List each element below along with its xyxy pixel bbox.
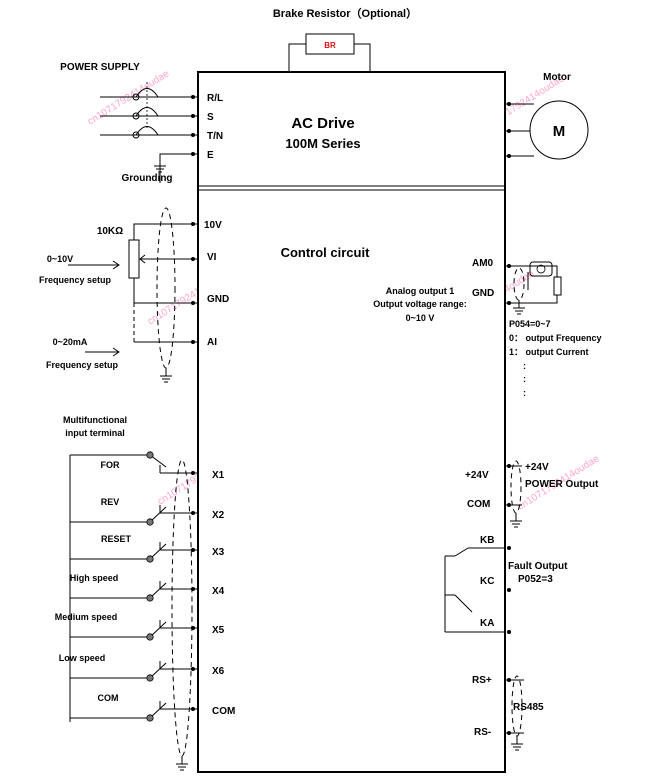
terminal-ai: AI bbox=[207, 337, 217, 348]
power-output: +24V COM +24V POWER Output bbox=[465, 460, 599, 528]
analog-output-line2: Output voltage range: bbox=[373, 299, 467, 309]
voltage-range: 0~10V bbox=[47, 254, 73, 264]
input-row-7: COM COM bbox=[70, 693, 235, 722]
input-row-3: RESET X3 bbox=[70, 534, 225, 563]
terminal-rl: R/L bbox=[207, 93, 223, 104]
motor-label: M bbox=[553, 123, 566, 140]
terminal-vi: VI bbox=[207, 252, 217, 263]
power-supply: POWER SUPPLY R/L S T/N E Grounding bbox=[60, 62, 223, 184]
voltage-frequency-setup: Frequency setup bbox=[39, 275, 112, 285]
terminal-tn: T/N bbox=[207, 131, 223, 142]
switch-contact-icon bbox=[146, 714, 154, 722]
potentiometer bbox=[128, 239, 140, 279]
terminal-gnd: GND bbox=[207, 294, 229, 305]
motor-title: Motor bbox=[543, 72, 571, 83]
brake-resistor-title: Brake Resistor（Optional） bbox=[273, 7, 417, 20]
terminal-kc: KC bbox=[480, 576, 494, 587]
drive-name: AC Drive bbox=[291, 115, 354, 132]
current-frequency-setup: Frequency setup bbox=[46, 360, 119, 370]
fault-output-label: Fault Output bbox=[508, 561, 568, 572]
motor: Motor M bbox=[505, 72, 589, 160]
brake-resistor-label: BR bbox=[324, 41, 336, 50]
input-label: Medium speed bbox=[55, 612, 118, 622]
control-circuit-label: Control circuit bbox=[281, 245, 371, 260]
power-supply-title: POWER SUPPLY bbox=[60, 62, 140, 73]
terminal-com-out: COM bbox=[467, 499, 490, 510]
fault-output: KB KC KA Fault Output P052=3 bbox=[444, 535, 568, 634]
analog-output-param: P054=0~7 bbox=[509, 319, 551, 329]
multifunction-title1: Multifunctional bbox=[63, 415, 127, 425]
terminal-rs-minus: RS- bbox=[474, 727, 491, 738]
rs485: RS+ RS- RS485 bbox=[472, 675, 544, 751]
multifunction-title2: input terminal bbox=[65, 428, 125, 438]
input-label: COM bbox=[98, 693, 119, 703]
input-label: FOR bbox=[101, 460, 120, 470]
drive-box: AC Drive 100M Series Control circuit bbox=[197, 71, 506, 773]
grounding-label: Grounding bbox=[121, 173, 172, 184]
terminal-gnd-out: GND bbox=[472, 288, 494, 299]
current-range: 0~20mA bbox=[53, 337, 88, 347]
input-row-1: FOR X1 bbox=[101, 451, 225, 481]
input-terminal: X4 bbox=[212, 586, 225, 597]
motor-symbol bbox=[529, 100, 589, 160]
switch-contact-icon bbox=[146, 633, 154, 641]
analog-output-option1: 1： output Current bbox=[509, 347, 589, 357]
switch-contact-icon bbox=[146, 555, 154, 563]
terminal-ka: KA bbox=[480, 618, 494, 629]
watermark-1: cn1071792414oudae bbox=[86, 68, 172, 127]
analog-output-option0: 0： output Frequency bbox=[509, 333, 602, 343]
switch-contact-icon bbox=[146, 594, 154, 602]
switch-contact-icon bbox=[146, 451, 154, 459]
switch-contact-icon bbox=[146, 674, 154, 682]
terminal-10v: 10V bbox=[204, 220, 222, 231]
analog-output-more1: : bbox=[523, 361, 526, 371]
input-label: High speed bbox=[70, 573, 119, 583]
input-row-2: REV X2 bbox=[70, 497, 225, 526]
switch-contact-icon bbox=[146, 518, 154, 526]
terminal-rs-plus: RS+ bbox=[472, 675, 492, 686]
input-label: RESET bbox=[101, 534, 132, 544]
analog-inputs: 10V VI GND AI 10KΩ 0~10V Frequency setup… bbox=[39, 207, 229, 383]
input-label: REV bbox=[101, 497, 120, 507]
analog-output: AM0 GND Analog output 1 Output voltage r… bbox=[373, 258, 601, 398]
terminal-e: E bbox=[207, 150, 214, 161]
input-terminal: X1 bbox=[212, 470, 225, 481]
analog-output-line3: 0~10 V bbox=[406, 313, 435, 323]
input-terminal: X3 bbox=[212, 547, 225, 558]
terminal-am0: AM0 bbox=[472, 258, 494, 269]
meter-icon bbox=[529, 261, 553, 277]
potentiometer-value: 10KΩ bbox=[97, 226, 123, 237]
terminal-kb: KB bbox=[480, 535, 494, 546]
analog-output-line1: Analog output 1 bbox=[386, 286, 455, 296]
power-output-voltage: +24V bbox=[525, 462, 549, 473]
input-terminal: X6 bbox=[212, 666, 225, 677]
input-terminal: X2 bbox=[212, 510, 225, 521]
input-terminal: COM bbox=[212, 706, 235, 717]
drive-series: 100M Series bbox=[285, 136, 360, 151]
power-output-label: POWER Output bbox=[525, 479, 599, 490]
rs485-label: RS485 bbox=[513, 702, 544, 713]
analog-output-more2: : bbox=[523, 374, 526, 384]
input-label: Low speed bbox=[59, 653, 106, 663]
terminal-s: S bbox=[207, 112, 214, 123]
analog-output-more3: : bbox=[523, 388, 526, 398]
fault-output-param: P052=3 bbox=[518, 574, 553, 585]
input-terminal: X5 bbox=[212, 625, 225, 636]
terminal-24v: +24V bbox=[465, 470, 489, 481]
